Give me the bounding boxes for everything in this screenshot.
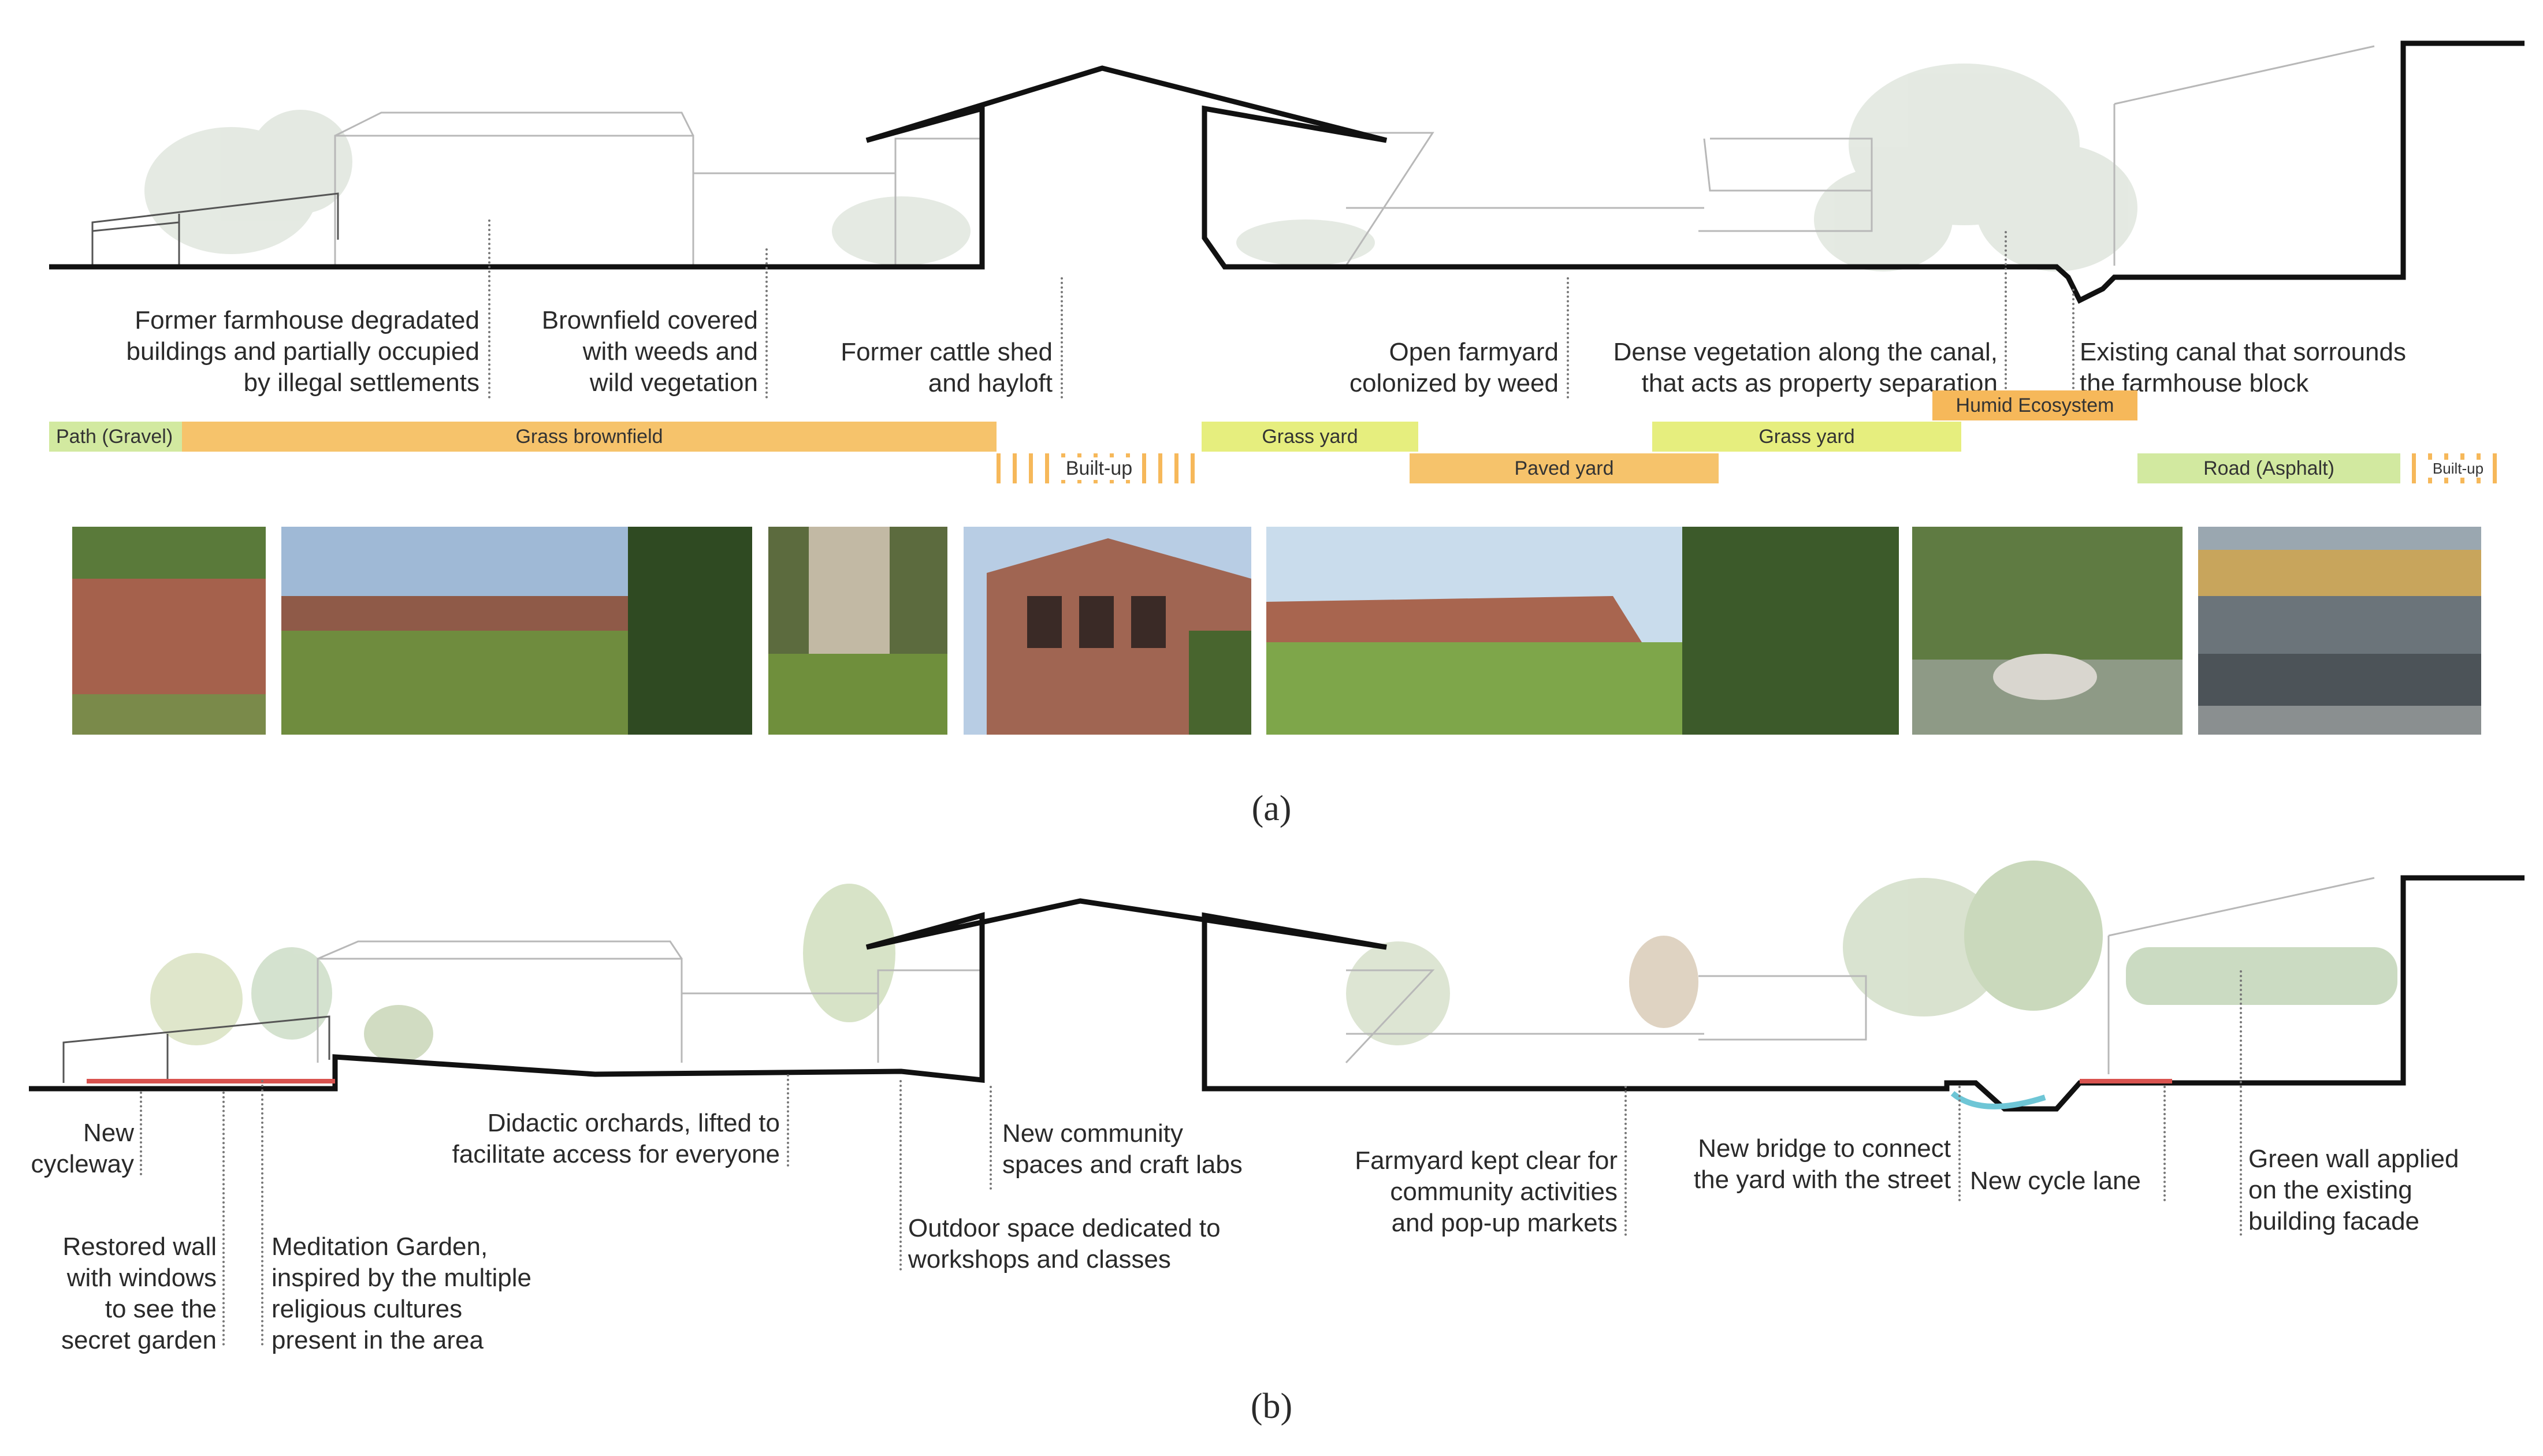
label-existing-canal: Existing canal that sorrounds the farmho… xyxy=(2080,338,2406,397)
section-a-drawing xyxy=(49,40,2525,304)
band-grass-yard-1: Grass yard xyxy=(1202,422,1418,452)
label-brownfield: Brownfield covered with weeds and wild v… xyxy=(541,306,758,397)
photo-industrial-building xyxy=(2198,527,2481,735)
photo-open-farmyard xyxy=(1266,527,1899,735)
label-farmyard-clear: Farmyard kept clear for community activi… xyxy=(1355,1146,1618,1237)
photo-canal-vegetation xyxy=(1912,527,2183,735)
label-new-cycle-lane: New cycle lane xyxy=(1970,1167,2141,1195)
leader-farmyard-clear xyxy=(1624,1086,1627,1236)
caption-a: (a) xyxy=(1251,789,1292,828)
leader-green-wall xyxy=(2240,970,2242,1236)
vegetation-a xyxy=(144,64,2137,271)
leader-restored-wall xyxy=(222,1092,225,1346)
label-outdoor-space: Outdoor space dedicated to workshops and… xyxy=(908,1214,1221,1273)
leader-didactic-orchards xyxy=(787,1074,789,1167)
label-meditation-garden: Meditation Garden, inspired by the multi… xyxy=(272,1232,532,1354)
photo-hayloft-facade xyxy=(964,527,1251,735)
band-built-up: Built-up xyxy=(997,453,1202,483)
label-farmhouse: Former farmhouse degradated buildings an… xyxy=(126,306,479,397)
vegetation-b xyxy=(150,861,2397,1063)
band-built-up-label: Built-up xyxy=(1059,457,1139,480)
label-dense-vegetation: Dense vegetation along the canal, that a… xyxy=(1613,338,1998,397)
leader-meditation-garden xyxy=(261,1080,263,1346)
label-new-cycleway: New cycleway xyxy=(31,1119,135,1178)
leader-outdoor-space xyxy=(899,1080,902,1271)
leader-dense-vegetation xyxy=(2005,231,2007,399)
leader-new-bridge xyxy=(1958,1086,1961,1201)
label-green-wall: Green wall applied on the existing build… xyxy=(2248,1145,2459,1235)
caption-b: (b) xyxy=(1250,1387,1293,1426)
photo-cattle-shed-interior xyxy=(768,527,947,735)
leader-cattle-shed xyxy=(1061,277,1063,399)
leader-existing-canal xyxy=(2072,289,2074,399)
leader-farmhouse xyxy=(488,219,490,399)
label-cattle-shed: Former cattle shed and hayloft xyxy=(841,338,1053,397)
band-grass-yard-2: Grass yard xyxy=(1652,422,1961,452)
leader-community-spaces xyxy=(990,1086,992,1190)
label-community-spaces: New community spaces and craft labs xyxy=(1002,1119,1243,1179)
band-built-up-2: Built-up xyxy=(2412,453,2504,483)
photo-brick-wall xyxy=(72,527,266,735)
band-built-up-2-label: Built-up xyxy=(2426,459,2490,478)
leader-brownfield xyxy=(765,248,768,399)
label-new-bridge: New bridge to connect the yard with the … xyxy=(1693,1134,1951,1194)
label-didactic-orchards: Didactic orchards, lifted to facilitate … xyxy=(452,1109,780,1168)
band-humid-ecosystem: Humid Ecosystem xyxy=(1932,390,2137,420)
label-open-farmyard: Open farmyard colonized by weed xyxy=(1349,338,1559,397)
band-path-gravel: Path (Gravel) xyxy=(49,422,182,452)
band-road-asphalt: Road (Asphalt) xyxy=(2137,453,2400,483)
leader-open-farmyard xyxy=(1567,277,1569,399)
leader-new-cycle-lane xyxy=(2163,1086,2166,1201)
band-paved-yard: Paved yard xyxy=(1410,453,1719,483)
photo-brownfield xyxy=(281,527,752,735)
band-grass-brownfield: Grass brownfield xyxy=(182,422,997,452)
leader-new-cycleway xyxy=(140,1092,142,1175)
label-restored-wall: Restored wall with windows to see the se… xyxy=(61,1232,217,1354)
